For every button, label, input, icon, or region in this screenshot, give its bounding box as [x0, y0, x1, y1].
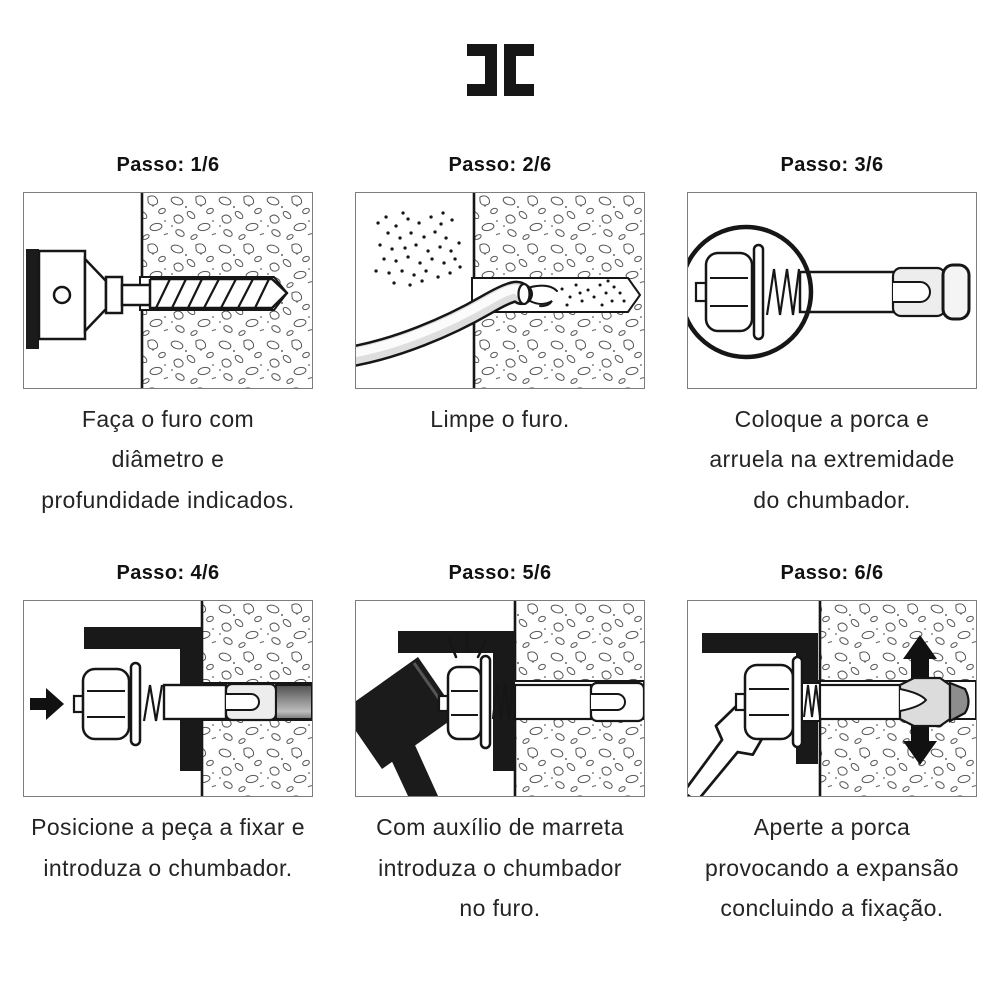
arrow-down-icon	[903, 719, 937, 766]
logo-right-bracket-icon	[503, 44, 534, 96]
step-1-title: Passo: 1/6	[116, 154, 220, 176]
fixture-bracket-icon	[398, 631, 515, 772]
step-card-2: Passo: 2/6	[340, 154, 660, 520]
step-1-panel	[23, 192, 313, 389]
step-2-panel	[355, 192, 645, 389]
step-3-caption: Coloque a porca e arruela na extremidade…	[709, 406, 955, 513]
anchor-bolt-icon	[734, 656, 970, 749]
step-card-6: Passo: 6/6	[672, 562, 992, 928]
step-card-5: Passo: 5/6	[340, 562, 660, 928]
step-2-caption: Limpe o furo.	[430, 406, 570, 432]
step-4-title: Passo: 4/6	[116, 562, 220, 585]
step-6-title: Passo: 6/6	[780, 562, 884, 585]
step-1-caption: Faça o furo com diâmetro e profundidade …	[41, 406, 295, 513]
step-card-1: Passo: 1/6	[8, 154, 328, 520]
blow-tube-icon	[356, 280, 558, 367]
dust-in-hole	[560, 279, 626, 307]
anchor-bolt-icon	[72, 662, 312, 747]
step-3-panel	[687, 192, 977, 389]
arrow-up-icon	[903, 635, 937, 682]
anchor-bolt-icon	[694, 243, 971, 341]
steps-grid: Passo: 1/6	[0, 154, 1000, 929]
step-card-3: Passo: 3/6 C	[672, 154, 992, 520]
drill-icon	[26, 249, 289, 349]
step-4-panel	[23, 600, 313, 798]
step-5-panel	[355, 600, 645, 798]
dust-cloud-icon	[374, 211, 462, 287]
anchor-through-fixture-illustration	[30, 601, 312, 797]
step-3-title: Passo: 3/6	[780, 154, 884, 176]
step-2-title: Passo: 2/6	[448, 154, 552, 176]
step-6-caption: Aperte a porca provocando a expansão con…	[705, 814, 959, 922]
anchor-nut-washer-magnifier-illustration	[688, 224, 971, 360]
step-6-panel	[687, 600, 977, 798]
cone-tip-icon	[948, 681, 970, 724]
impact-lines-icon	[447, 632, 488, 659]
mallet-icon	[356, 657, 458, 797]
logo-left-bracket-icon	[466, 44, 497, 96]
fixture-bracket-icon	[84, 627, 202, 772]
blow-tube-cleaning-hole-illustration	[356, 193, 644, 388]
fixture-bracket-icon	[702, 633, 818, 765]
mallet-driving-anchor-illustration	[356, 601, 644, 797]
step-card-4: Passo: 4/6 Posicione a peça a fixar e in…	[8, 562, 328, 928]
drill-bit-drilling-hole-illustration	[26, 193, 312, 388]
magnifier-circle-icon	[688, 224, 814, 360]
anchor-bolt-icon	[437, 655, 644, 750]
step-4-caption: Posicione a peça a fixar e introduza o c…	[31, 814, 305, 881]
arrow-right-icon	[30, 688, 64, 721]
step-5-title: Passo: 5/6	[448, 562, 552, 585]
double-bracket-logo-icon	[466, 44, 534, 96]
brand-logo	[0, 44, 1000, 96]
step-5-caption: Com auxílio de marreta introduza o chumb…	[376, 814, 624, 922]
wrench-tightening-expansion-illustration	[688, 601, 976, 797]
